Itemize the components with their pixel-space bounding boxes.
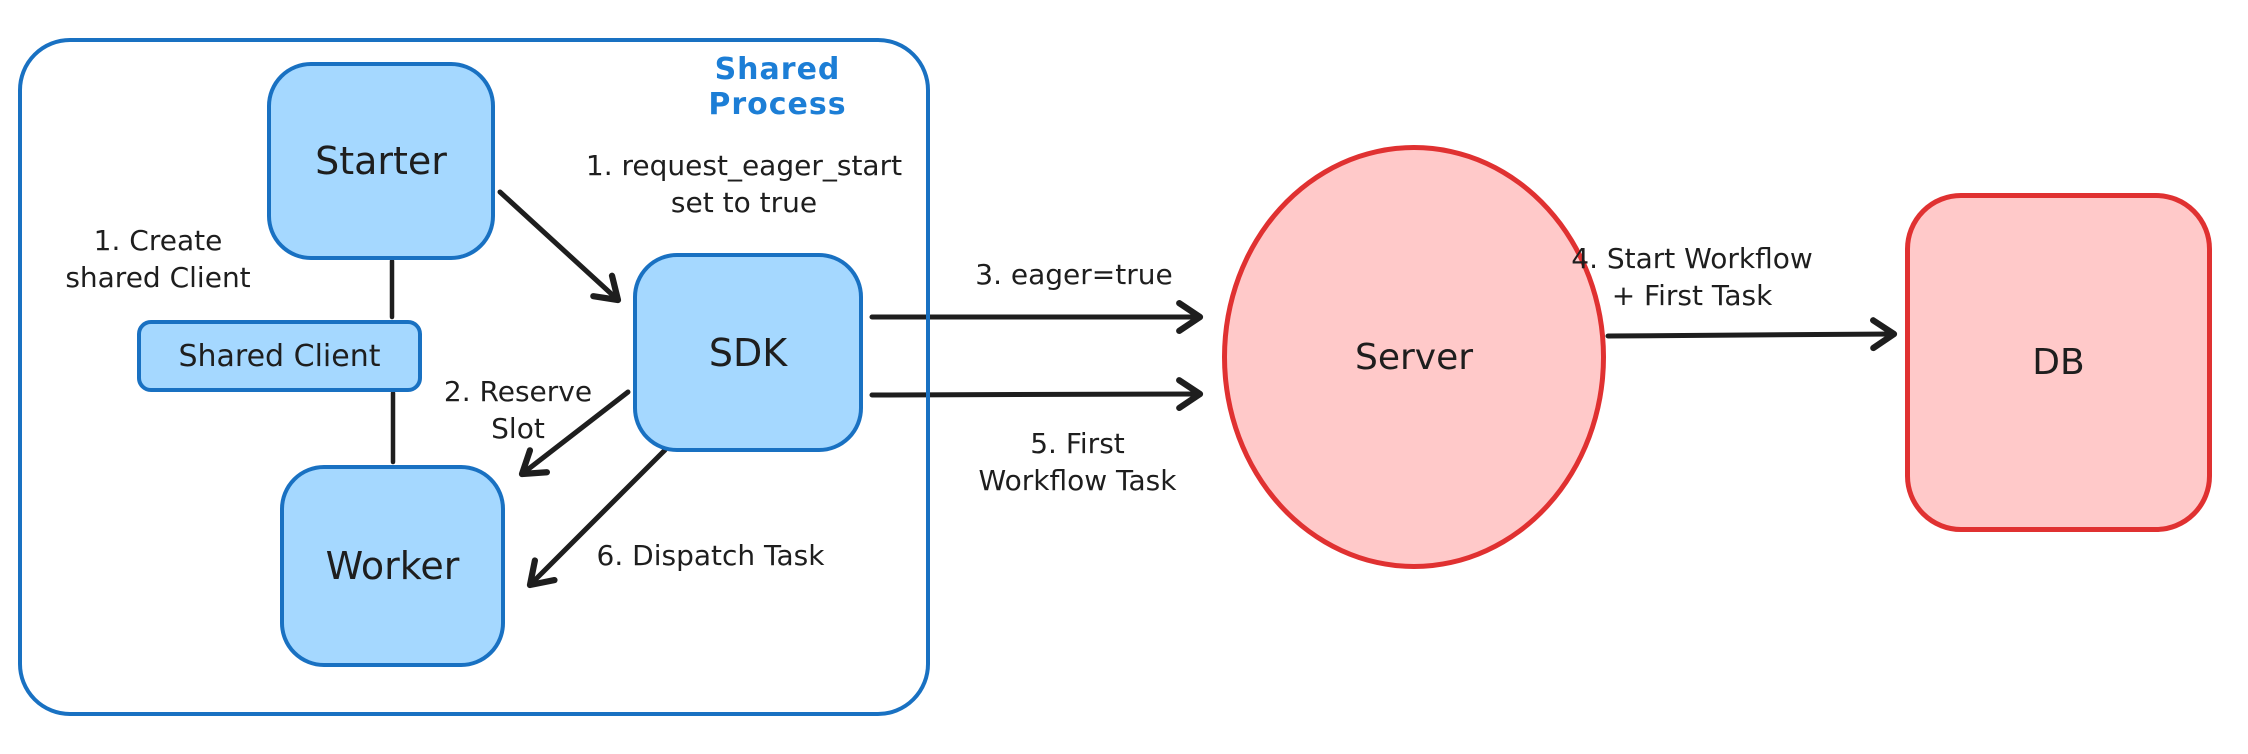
annotation-eager-true-label: 3. eager=true (975, 258, 1173, 291)
shared-process-label: Shared Process (708, 52, 847, 122)
annotation-start-workflow: 4. Start Workflow + First Task (1563, 240, 1821, 314)
node-worker: Worker (280, 465, 505, 667)
node-server: Server (1222, 145, 1606, 569)
node-sdk-label: SDK (708, 330, 788, 375)
annotation-create-shared-client-line1: 1. Create (93, 224, 223, 257)
node-worker-label: Worker (325, 544, 460, 588)
annotation-start-workflow-line1: 4. Start Workflow (1571, 242, 1813, 275)
annotation-start-workflow-line2: + First Task (1611, 279, 1773, 312)
annotation-eager-true: 3. eager=true (945, 256, 1203, 293)
node-db-label: DB (2032, 342, 2085, 383)
annotation-request-eager-start: 1. request_eager_start set to true (548, 147, 940, 221)
node-db: DB (1905, 193, 2212, 532)
annotation-request-eager-start-line1: 1. request_eager_start (585, 149, 903, 182)
node-sdk: SDK (633, 253, 863, 452)
annotation-dispatch-task-label: 6. Dispatch Task (596, 539, 825, 572)
annotation-first-workflow-task: 5. First Workflow Task (925, 425, 1230, 499)
annotation-dispatch-task: 6. Dispatch Task (578, 537, 843, 574)
shared-process-container (18, 38, 930, 716)
annotation-first-workflow-task-line1: 5. First (1030, 427, 1125, 460)
node-starter: Starter (267, 62, 495, 260)
annotation-create-shared-client: 1. Create shared Client (8, 222, 308, 296)
node-starter-label: Starter (315, 139, 447, 183)
annotation-create-shared-client-line2: shared Client (65, 261, 251, 294)
node-server-label: Server (1354, 336, 1474, 378)
node-shared-client: Shared Client (137, 320, 422, 392)
annotation-request-eager-start-line2: set to true (670, 186, 818, 219)
annotation-reserve-slot-line1: 2. Reserve (443, 375, 593, 408)
annotation-reserve-slot-line2: Slot (491, 412, 545, 445)
arrow-start-workflow-db (1605, 317, 1898, 352)
annotation-reserve-slot: 2. Reserve Slot (420, 373, 616, 447)
annotation-first-workflow-task-line2: Workflow Task (978, 464, 1177, 497)
node-shared-client-label: Shared Client (178, 338, 381, 374)
